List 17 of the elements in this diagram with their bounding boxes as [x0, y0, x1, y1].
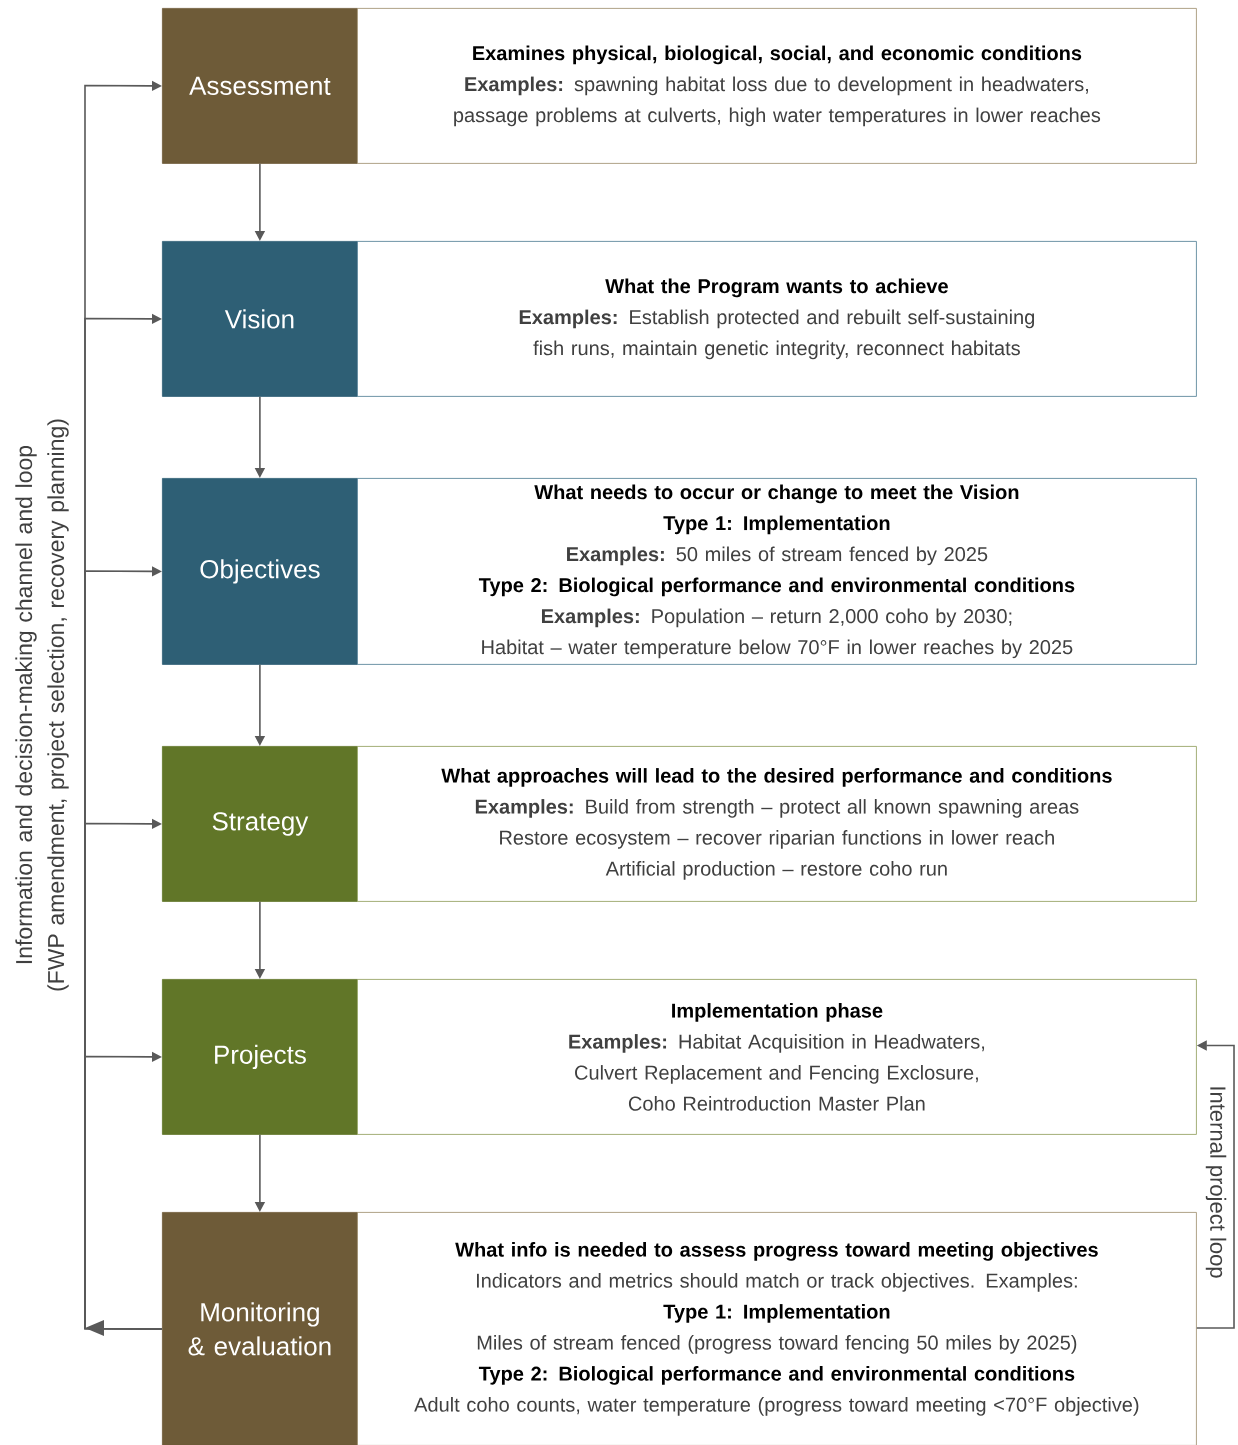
arrow — [84, 80, 163, 1336]
side-label: Information and decision-making channel and loop (FWP amendment, project selection, recovery planning) — [15, 419, 69, 991]
description-box: What approaches will lead to the desired performance and conditions Examples: Build from strength – protect all known spawning areas Restore ecosystem – recover riparian functions in lower reach Artificial production – restore coho run — [357, 746, 1197, 902]
arrow — [84, 1051, 163, 1330]
step-box: Projects — [162, 979, 358, 1135]
step-box: Objectives — [162, 478, 358, 665]
step-box: Assessment — [162, 8, 358, 164]
description-box: Examines physical, biological, social, and economic conditions Examples: spawning habitat loss due to development in headwaters, passage problems at culverts, high water temperatures in lower reaches — [357, 8, 1197, 164]
arrow — [1196, 1040, 1235, 1329]
step-box: Vision — [162, 241, 358, 397]
step-box: Strategy — [162, 746, 358, 902]
description-box: What needs to occur or change to meet the Vision Type 1: Implementation Examples: 50 miles of stream fenced by 2025 Type 2: Biological performance and environmental conditions Examples: Population – return 2,000 coho by 2030; Habitat – water temperature below 70°F in lower reaches by 2025 — [357, 478, 1197, 665]
description-box: What info is needed to assess progress toward meeting objectives Indicators and metrics should match or track objectives. Examples: Type 1: Implementation Miles of stream fenced (progress toward fencing 50 miles by 2025) Type 2: Biological performance and environmental conditions Adult coho counts, water temperature (progress toward meeting <70°F objective) — [357, 1212, 1197, 1445]
edge-label: Internal project loop — [1203, 1083, 1229, 1281]
description-box: Implementation phase Examples: Habitat Acquisition in Headwaters, Culvert Replacement and Fencing Exclosure, Coho Reintroduction Master Plan — [357, 979, 1197, 1135]
description-box: What the Program wants to achieve Examples: Establish protected and rebuilt self-sustaining fish runs, maintain genetic integrity, reconnect habitats — [357, 241, 1197, 397]
step-box: Monitoring & evaluation — [162, 1212, 358, 1445]
